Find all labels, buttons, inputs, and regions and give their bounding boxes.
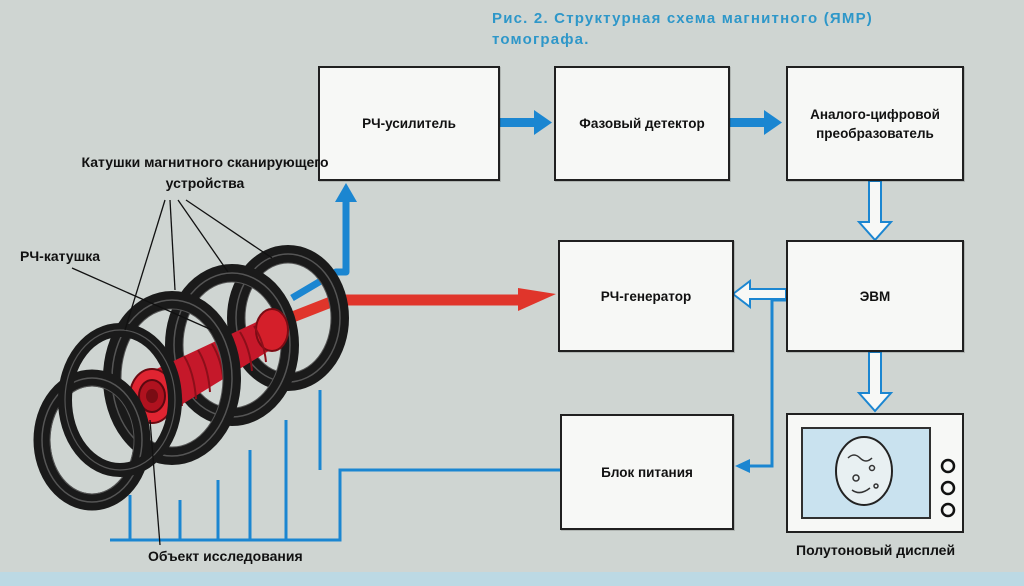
figure-caption: Рис. 2. Структурная схема магнитного (ЯМ… [492,8,992,50]
rf-generator-label: РЧ-генератор [600,288,692,304]
rf-coil-label: РЧ-катушка [20,248,101,264]
page-bottom-strip [0,572,1024,586]
display-monitor [786,413,964,533]
label-leader-lines [71,199,273,546]
computer-block: ЭВМ [786,240,964,352]
rf-amplifier-label: РЧ-усилитель [362,116,456,131]
arrow-adc-to-computer [856,180,894,242]
rf-generator-block: РЧ-генератор [558,240,734,352]
coil-ring-1 [58,323,182,477]
caption-line-2: томографа. [492,31,590,48]
display-knob-1 [940,458,956,474]
adc-block: Аналого-цифровой преобразователь [786,66,964,181]
display-knob-2 [940,480,956,496]
phase-detector-label: Фазовый детектор [579,116,705,131]
scanning-coils-label: Катушки магнитного сканирующего устройст… [81,154,329,191]
power-supply-block: Блок питания [560,414,734,530]
magnet-coil-assembly [33,245,349,511]
rf-amplifier-block: РЧ-усилитель [318,66,500,181]
power-bus-lines [110,390,560,542]
signal-arrow-amp-to-detector [500,110,552,135]
power-supply-label: Блок питания [601,464,693,480]
signal-arrow-coil-to-amp [290,183,357,302]
coil-ring-front [33,369,151,511]
signal-arrow-detector-to-adc [730,110,782,135]
arrow-computer-to-display [856,351,894,413]
phase-detector-block: Фазовый детектор [554,66,730,181]
line-computer-to-power-supply [735,298,786,473]
research-object-label: Объект исследования [148,548,303,564]
adc-label: Аналого-цифровой преобразователь [810,106,940,141]
display-caption: Полутоновый дисплей [796,542,956,558]
caption-line-1: Рис. 2. Структурная схема магнитного (ЯМ… [492,10,873,27]
arrow-computer-to-rf-generator [731,278,787,310]
computer-label: ЭВМ [859,288,891,304]
display-brain-image [835,436,893,506]
display-knob-3 [940,502,956,518]
